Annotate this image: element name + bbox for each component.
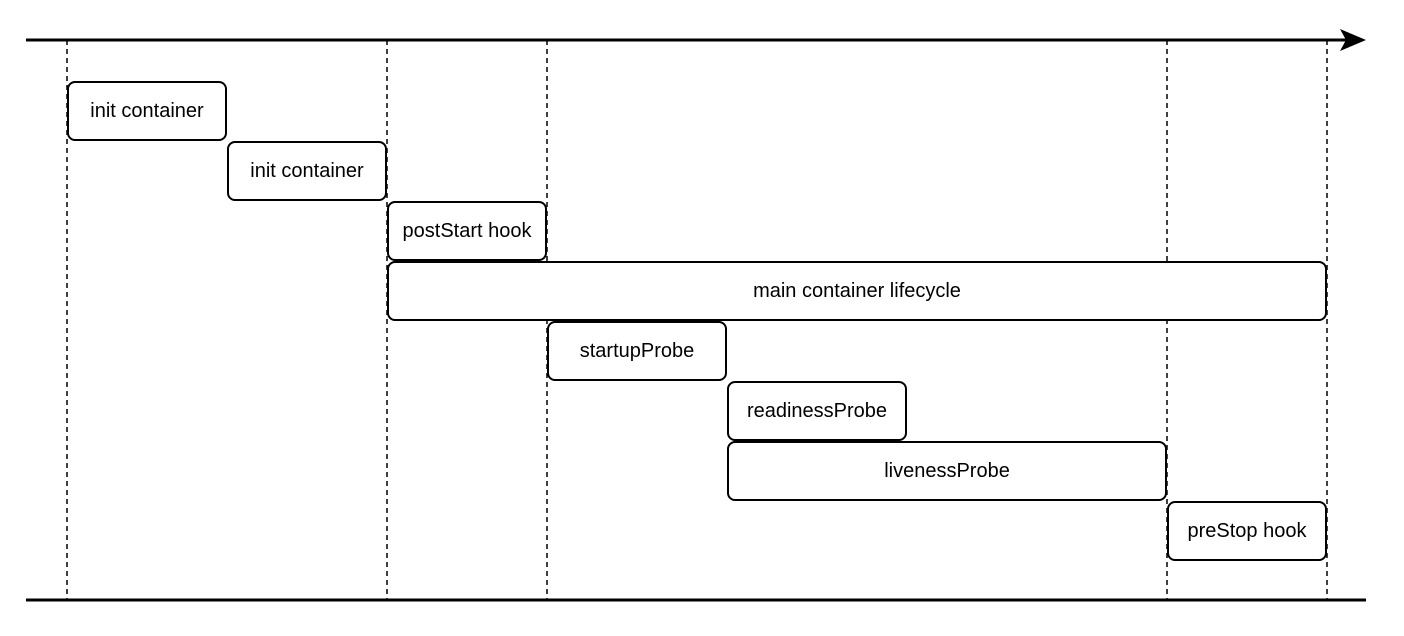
startup-probe-box: startupProbe (547, 321, 727, 381)
readiness-probe-box: readinessProbe (727, 381, 907, 441)
prestop-hook-box: preStop hook (1167, 501, 1327, 561)
poststart-hook-box: postStart hook (387, 201, 547, 261)
liveness-probe-box: livenessProbe (727, 441, 1167, 501)
main-container-lifecycle-box: main container lifecycle (387, 261, 1327, 321)
init-container-box: init container (67, 81, 227, 141)
timeline-arrow-head (1340, 29, 1366, 51)
init-container-box: init container (227, 141, 387, 201)
